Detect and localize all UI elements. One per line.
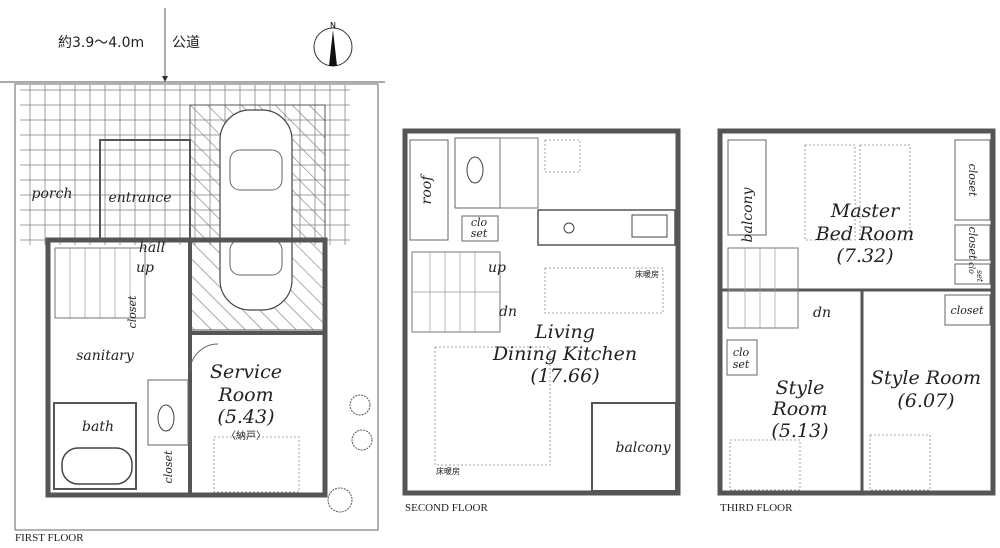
entrance-label: entrance (108, 190, 171, 206)
bed-outline (859, 144, 911, 241)
closet-label: closet (162, 450, 175, 483)
car-icon (219, 109, 293, 311)
sanitary-label: sanitary (76, 348, 135, 364)
toilet-room (454, 137, 501, 209)
bathtub-icon (61, 447, 133, 485)
floor-heating-label: 床暖房 (635, 269, 659, 279)
kitchen-counter (537, 209, 676, 246)
first-floor-plan: porch entrance hall up closet sanitary b… (14, 83, 379, 544)
balcony-area (591, 402, 677, 492)
tree-icon (327, 394, 373, 513)
closet-label: clo (733, 346, 750, 359)
style-room-area: (5.13) (771, 420, 828, 442)
second-floor-title: SECOND FLOOR (405, 502, 488, 514)
closet-label: clo (967, 262, 976, 274)
balcony-label: balcony (740, 186, 756, 242)
first-floor-walls (45, 237, 328, 498)
toilet-room (147, 379, 189, 446)
toilet-icon (466, 156, 484, 184)
road-label: 公道 (172, 35, 200, 51)
up-label: up (488, 260, 506, 276)
closet (954, 139, 991, 221)
road-annotation: 約3.9〜4.0m 公道 (0, 8, 385, 83)
service-room-area: (5.43) (217, 406, 274, 428)
closet (954, 224, 991, 261)
roof-area (409, 139, 449, 241)
closet-label: closet (951, 304, 984, 317)
stairs (727, 247, 799, 329)
first-floor-title: FIRST FLOOR (15, 532, 84, 544)
closet-label: clo (471, 216, 488, 229)
service-room-label: Room (217, 384, 273, 406)
bathroom (53, 402, 137, 490)
sink-icon (563, 222, 575, 234)
style-room-label: Style (776, 377, 825, 399)
door-swing (189, 343, 219, 373)
dn-label: dn (499, 304, 517, 320)
closet (954, 263, 991, 285)
road-width-label: 約3.9〜4.0m (58, 35, 144, 51)
closet-label: set (975, 270, 984, 283)
bed-outline (869, 434, 931, 491)
closet-label: closet (966, 164, 979, 197)
hall-label: hall (139, 240, 165, 256)
third-floor-title: THIRD FLOOR (720, 502, 793, 514)
roof-label: roof (419, 173, 435, 205)
style-room-area: (6.07) (897, 390, 954, 412)
entrance-area (99, 139, 191, 241)
style-room-label: Style Room (871, 367, 981, 389)
ldk-label: Dining Kitchen (492, 343, 637, 365)
third-floor-walls (717, 128, 996, 496)
bed-outline (729, 439, 801, 491)
ldk-label: Living (534, 321, 595, 343)
third-floor-plan: balcony Master Bed Room (7.32) closet cl… (717, 128, 996, 514)
closet-label: closet (966, 227, 979, 260)
stove-icon (631, 214, 668, 238)
bath-label: bath (82, 419, 114, 435)
arrow-icon (162, 76, 168, 82)
closet (726, 339, 758, 376)
bed-outline (804, 144, 856, 241)
dn-label: dn (813, 305, 831, 321)
closet (944, 294, 991, 326)
up-label: up (136, 260, 154, 276)
master-bedroom-label: Master (830, 200, 901, 222)
master-bedroom-label: Bed Room (815, 223, 915, 245)
compass-label: N (330, 21, 336, 30)
closet-label: closet (126, 295, 139, 328)
bed-outline (213, 436, 300, 493)
stairs-upper (499, 137, 539, 209)
style-room-label: Room (771, 398, 827, 420)
closet-label: set (471, 227, 488, 240)
balcony-label: balcony (616, 440, 672, 456)
toilet-icon (157, 404, 175, 432)
closet-label: set (733, 358, 750, 371)
floor-heating-label: 床暖房 (436, 466, 460, 476)
porch-label: porch (32, 186, 73, 202)
service-room-label: Service (210, 361, 282, 383)
service-room-note: 〈納戸〉 (226, 429, 266, 442)
north-compass-icon: N (313, 21, 353, 67)
balcony-area (727, 139, 767, 236)
ldk-area: (17.66) (530, 365, 599, 387)
master-bedroom-area: (7.32) (836, 245, 893, 267)
second-floor-plan: roof clo set up dn Living Dining Kitchen… (402, 128, 681, 514)
living-sofa-area (434, 346, 551, 466)
dining-table (544, 267, 664, 314)
closet (461, 215, 499, 242)
second-floor-walls (402, 128, 681, 496)
